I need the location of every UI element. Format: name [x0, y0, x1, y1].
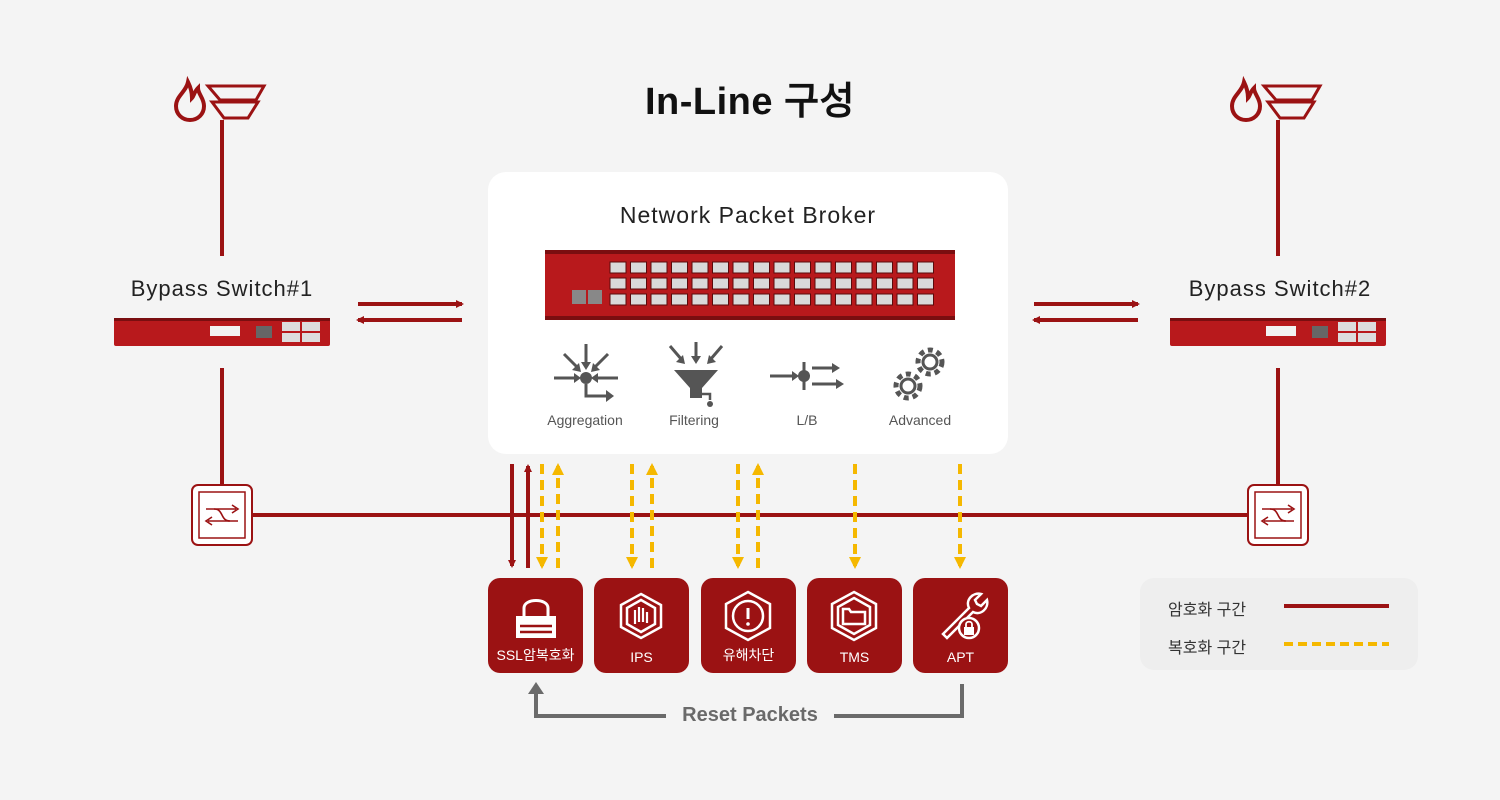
npb-port — [671, 293, 688, 306]
npb-port — [691, 277, 709, 290]
npb-device — [545, 250, 955, 320]
legend-encrypted-label: 암호화 구간 — [1168, 602, 1247, 619]
npb-port — [650, 277, 668, 290]
npb-port — [671, 261, 688, 274]
npb-port — [691, 293, 709, 306]
feature-filtering-label: Filtering — [669, 412, 719, 428]
npb-port — [876, 277, 893, 290]
security-device-label: IPS — [630, 649, 653, 665]
npb-port — [773, 261, 791, 274]
reset-packets-label: Reset Packets — [682, 704, 818, 726]
security-device-label: TMS — [839, 649, 870, 665]
npb-port — [671, 277, 688, 290]
ssl-encrypted-arrows — [508, 464, 532, 568]
security-device-tms: TMS — [807, 578, 902, 673]
npb-port — [609, 277, 627, 290]
npb-port — [732, 277, 750, 290]
npb-port — [876, 293, 893, 306]
npb-port — [794, 261, 811, 274]
feature-aggregation-label: Aggregation — [547, 412, 623, 428]
npb-port — [855, 293, 873, 306]
decrypted-arrows — [536, 463, 966, 569]
npb-port — [917, 293, 934, 306]
npb-port — [794, 277, 811, 290]
npb-port — [630, 293, 647, 306]
folder-icon — [830, 590, 878, 642]
sw1-npb-arrows — [356, 300, 464, 324]
npb-port — [753, 293, 770, 306]
npb-ports — [609, 261, 934, 306]
diagram-title: In-Line 구성 — [644, 81, 856, 123]
npb-port — [712, 293, 729, 306]
npb-port — [753, 277, 770, 290]
npb-port — [896, 293, 914, 306]
npb-port — [630, 261, 647, 274]
npb-port — [732, 293, 750, 306]
security-device-apt: APT — [913, 578, 1008, 673]
security-device-ssl: SSL암복호화 — [488, 578, 583, 673]
npb-port — [855, 261, 873, 274]
npb-port — [691, 261, 709, 274]
npb-port — [609, 261, 627, 274]
npb-port — [630, 277, 647, 290]
npb-card: Network Packet Broker — [488, 172, 1008, 454]
npb-port — [814, 261, 832, 274]
npb-port — [650, 261, 668, 274]
legend-decrypted-label: 복호화 구간 — [1168, 640, 1247, 657]
npb-port — [753, 261, 770, 274]
security-device-ips: IPS — [594, 578, 689, 673]
filter-funnel-icon — [668, 342, 724, 407]
npb-port — [712, 277, 729, 290]
security-device-label: APT — [946, 649, 975, 665]
feature-advanced-label: Advanced — [888, 412, 952, 428]
npb-port — [896, 277, 914, 290]
lock-icon — [516, 599, 556, 638]
warning-icon — [724, 590, 772, 642]
npb-port — [876, 261, 893, 274]
npb-port — [835, 277, 852, 290]
npb-port — [794, 293, 811, 306]
feature-lb-label: L/B — [796, 412, 818, 428]
bypass-switch-1-label: Bypass Switch#1 — [130, 276, 314, 301]
npb-title: Network Packet Broker — [619, 202, 877, 228]
load-balance-icon — [770, 362, 844, 390]
npb-port — [917, 277, 934, 290]
gears-icon — [893, 347, 945, 401]
npb-port — [835, 261, 852, 274]
npb-port — [609, 293, 627, 306]
npb-port — [814, 293, 832, 306]
wrench-lock-icon — [941, 592, 989, 640]
security-device-harmful-block: 유해차단 — [701, 578, 796, 673]
security-device-label: 유해차단 — [722, 647, 775, 663]
npb-port — [650, 293, 668, 306]
hand-stop-icon — [619, 592, 663, 640]
bypass-switch-2-label: Bypass Switch#2 — [1188, 276, 1372, 301]
security-device-label: SSL암복호화 — [496, 647, 575, 663]
npb-port — [773, 293, 791, 306]
npb-port — [896, 261, 914, 274]
npb-port — [732, 261, 750, 274]
legend: 암호화 구간 복호화 구간 — [1140, 578, 1418, 670]
reset-packets-path — [528, 682, 964, 718]
npb-port — [712, 261, 729, 274]
sw2-npb-arrows — [1032, 300, 1140, 324]
npb-port — [855, 277, 873, 290]
npb-port — [835, 293, 852, 306]
npb-port — [773, 277, 791, 290]
npb-port — [917, 261, 934, 274]
npb-port — [814, 277, 832, 290]
aggregation-icon — [554, 344, 618, 402]
